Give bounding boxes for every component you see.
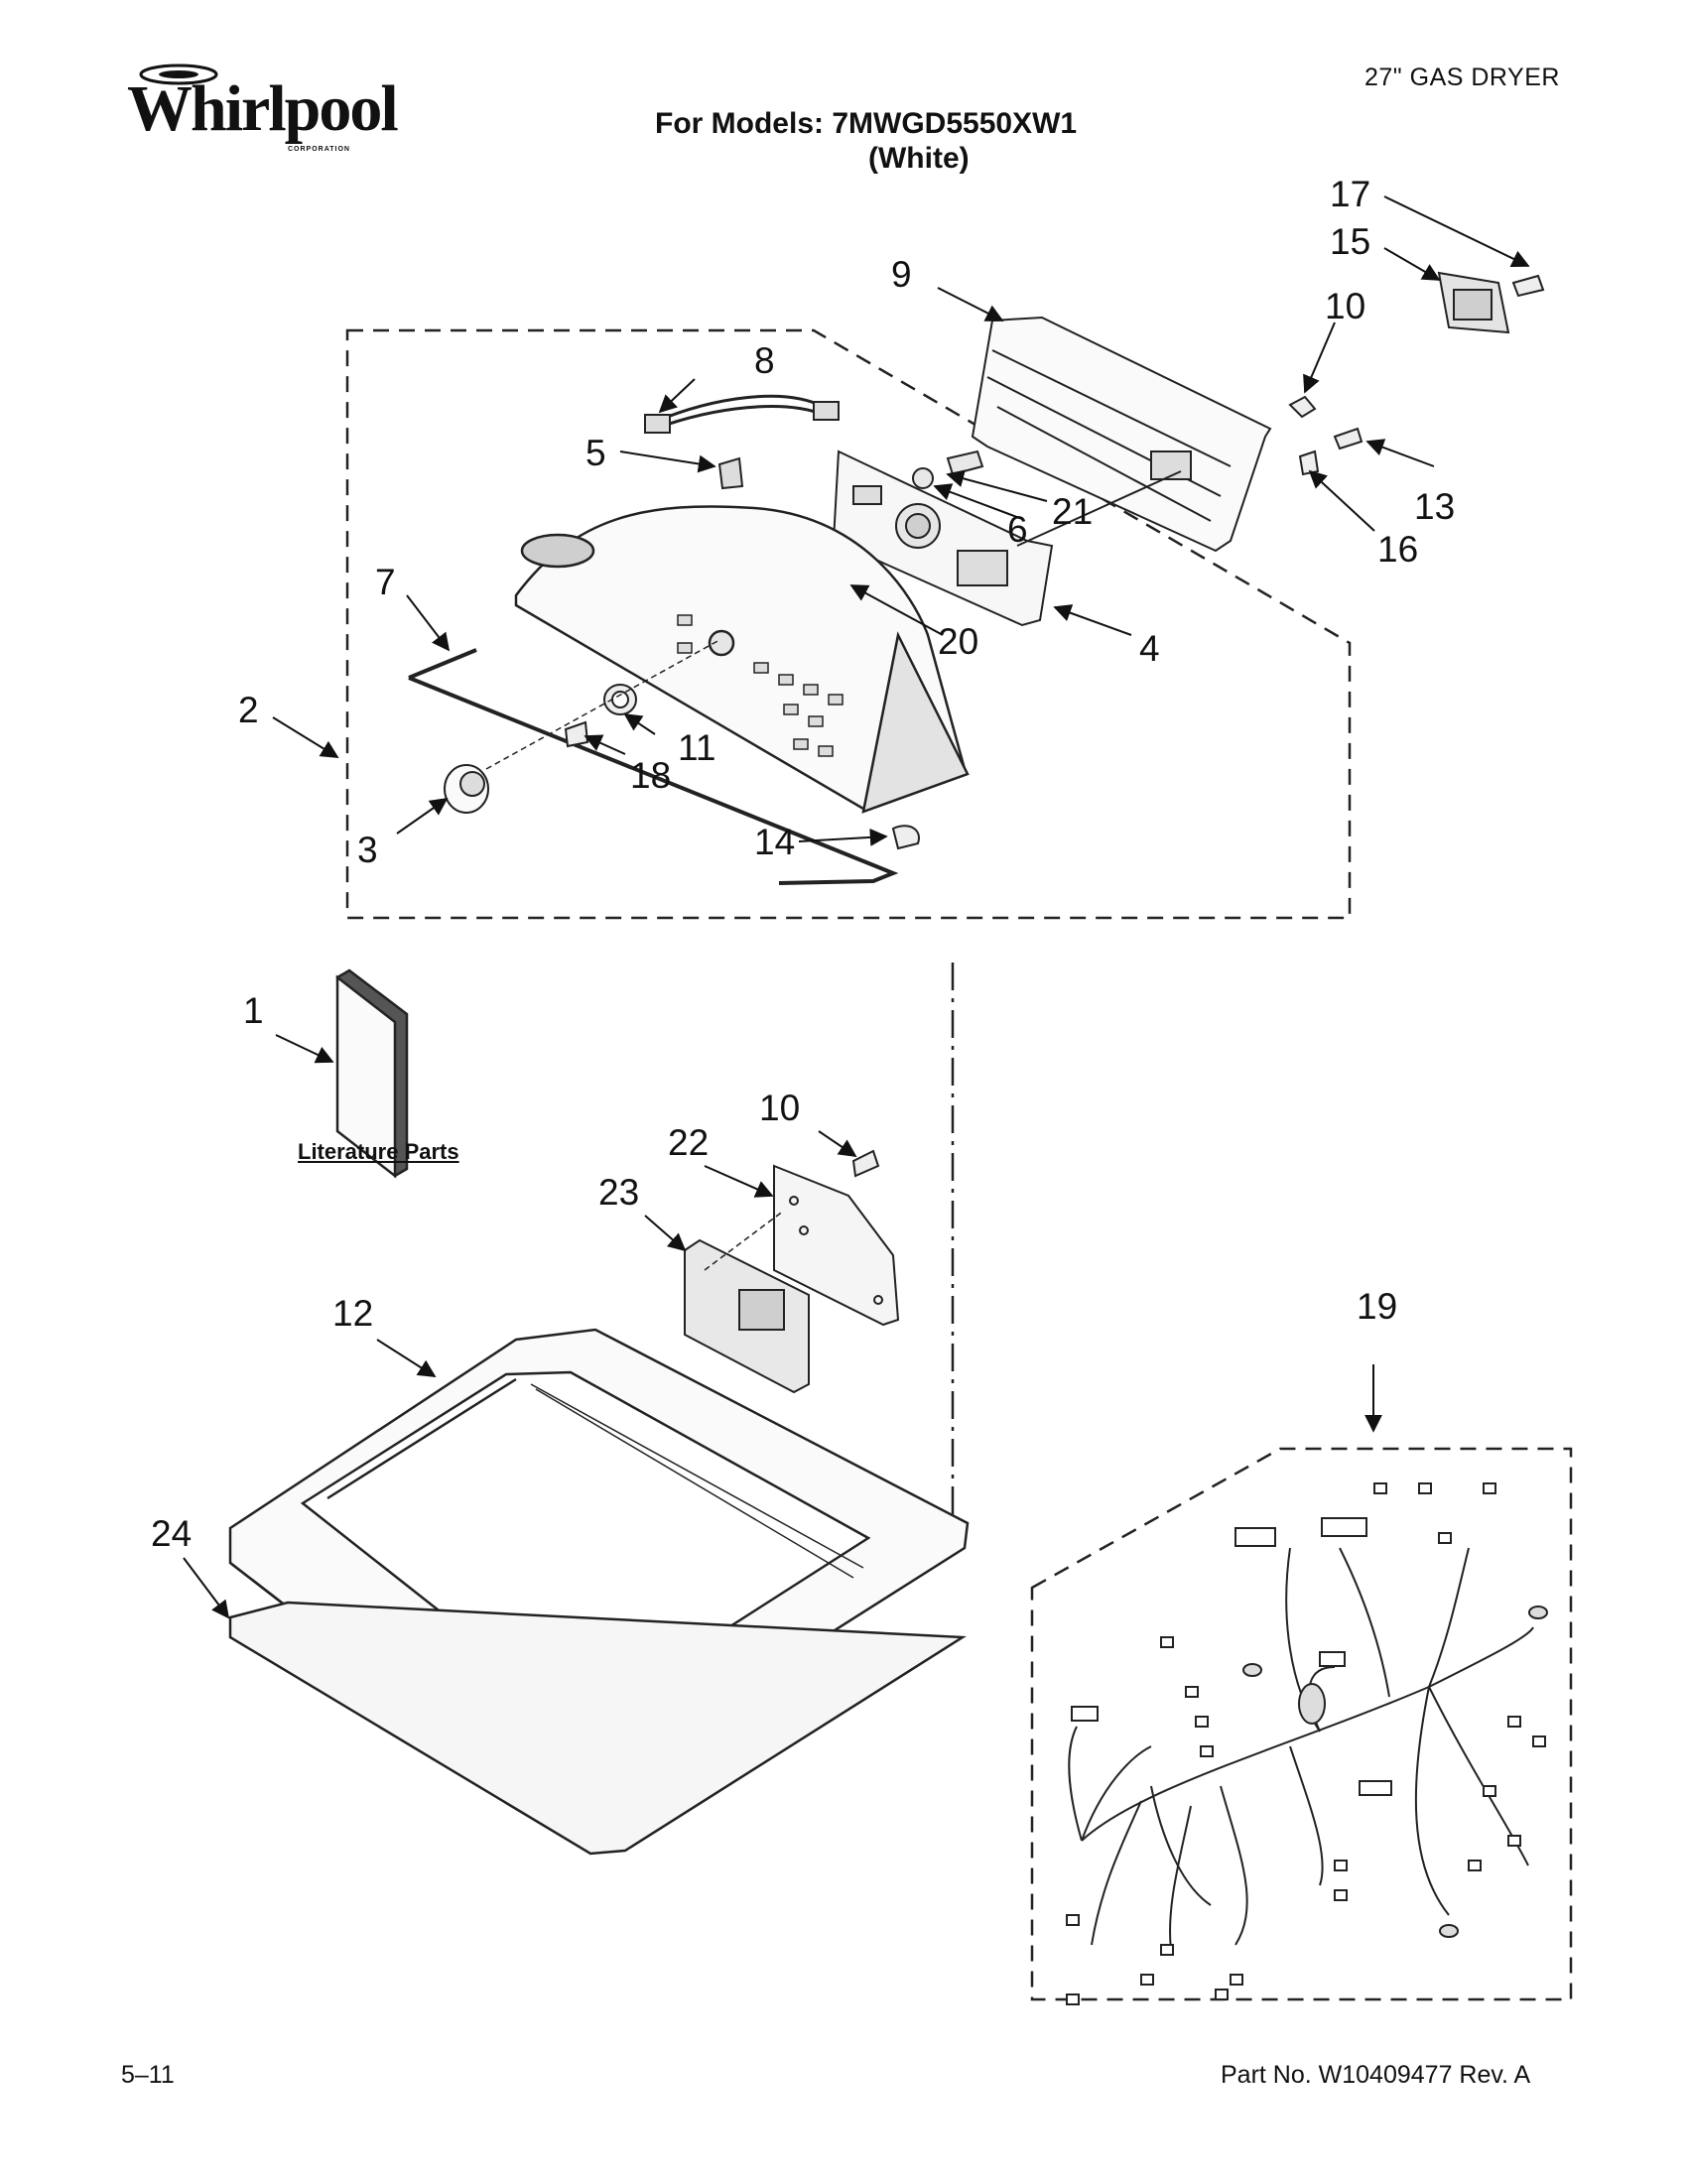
knob-dash-line xyxy=(485,639,720,770)
callout-20: 20 xyxy=(938,621,979,662)
callout-22: 22 xyxy=(668,1122,710,1163)
callout-1: 1 xyxy=(243,990,264,1031)
callout-21: 21 xyxy=(1052,491,1094,532)
part-22-bracket xyxy=(773,1164,900,1327)
product-type: 27" GAS DRYER xyxy=(1364,64,1560,91)
brand-logo: Whirlpool CORPORATION xyxy=(119,55,399,154)
callout-16: 16 xyxy=(1377,529,1419,570)
callout-14: 14 xyxy=(754,822,796,862)
part-7-trim-strip xyxy=(408,648,899,885)
callout-13: 13 xyxy=(1414,486,1456,527)
callout-3: 3 xyxy=(357,830,378,870)
part-9-console-bracket xyxy=(971,316,1272,553)
console-small-parts xyxy=(444,684,920,850)
part-24-gasket xyxy=(228,1601,967,1856)
part-2-console xyxy=(514,505,970,814)
part-1-literature xyxy=(335,968,409,1179)
callout-18: 18 xyxy=(630,755,672,796)
console-group-outline xyxy=(345,328,1352,920)
part-8-harness xyxy=(644,394,840,434)
callout-19: 19 xyxy=(1357,1286,1398,1327)
callout-5: 5 xyxy=(585,433,606,473)
part-23-control-module xyxy=(684,1238,810,1394)
callout-15: 15 xyxy=(1330,221,1371,262)
callout-6: 6 xyxy=(1007,509,1028,550)
part-4-control-board xyxy=(832,450,1054,627)
page-number: 5–11 xyxy=(121,2061,175,2089)
board-dash-line xyxy=(1016,470,1182,547)
part-10-screw-lower xyxy=(851,1149,880,1178)
part-number: Part No. W10409477 Rev. A xyxy=(1221,2061,1531,2089)
literature-parts-label: Literature Parts xyxy=(298,1139,459,1164)
callout-leaders xyxy=(183,195,1530,1619)
brand-wordmark: Whirlpool xyxy=(127,72,399,145)
callout-4: 4 xyxy=(1139,628,1160,669)
harness-group-outline xyxy=(1030,1447,1573,2001)
part-5-clip xyxy=(717,456,744,490)
callout-17: 17 xyxy=(1330,174,1371,214)
callout-11: 11 xyxy=(678,727,716,768)
logo-swirl-icon xyxy=(139,64,218,85)
part-19-wire-harness xyxy=(1066,1482,1548,2005)
brand-sub: CORPORATION xyxy=(288,146,350,153)
callout-10-top: 10 xyxy=(1325,286,1366,326)
callout-10-lower: 10 xyxy=(759,1088,801,1128)
part-6-part-21 xyxy=(912,450,984,489)
callout-24: 24 xyxy=(151,1513,193,1554)
callout-2: 2 xyxy=(238,690,259,730)
top-screws xyxy=(1288,395,1363,476)
page-title: For Models: 7MWGD5550XW1 xyxy=(655,107,1078,140)
part-15-bracket xyxy=(1437,271,1545,334)
callout-7: 7 xyxy=(375,562,396,602)
callout-23: 23 xyxy=(598,1172,640,1213)
model-color: (White) xyxy=(868,142,970,175)
callout-12: 12 xyxy=(332,1293,374,1334)
module-dash-line xyxy=(704,1210,785,1271)
callout-9: 9 xyxy=(891,254,912,295)
callout-8: 8 xyxy=(754,340,775,381)
